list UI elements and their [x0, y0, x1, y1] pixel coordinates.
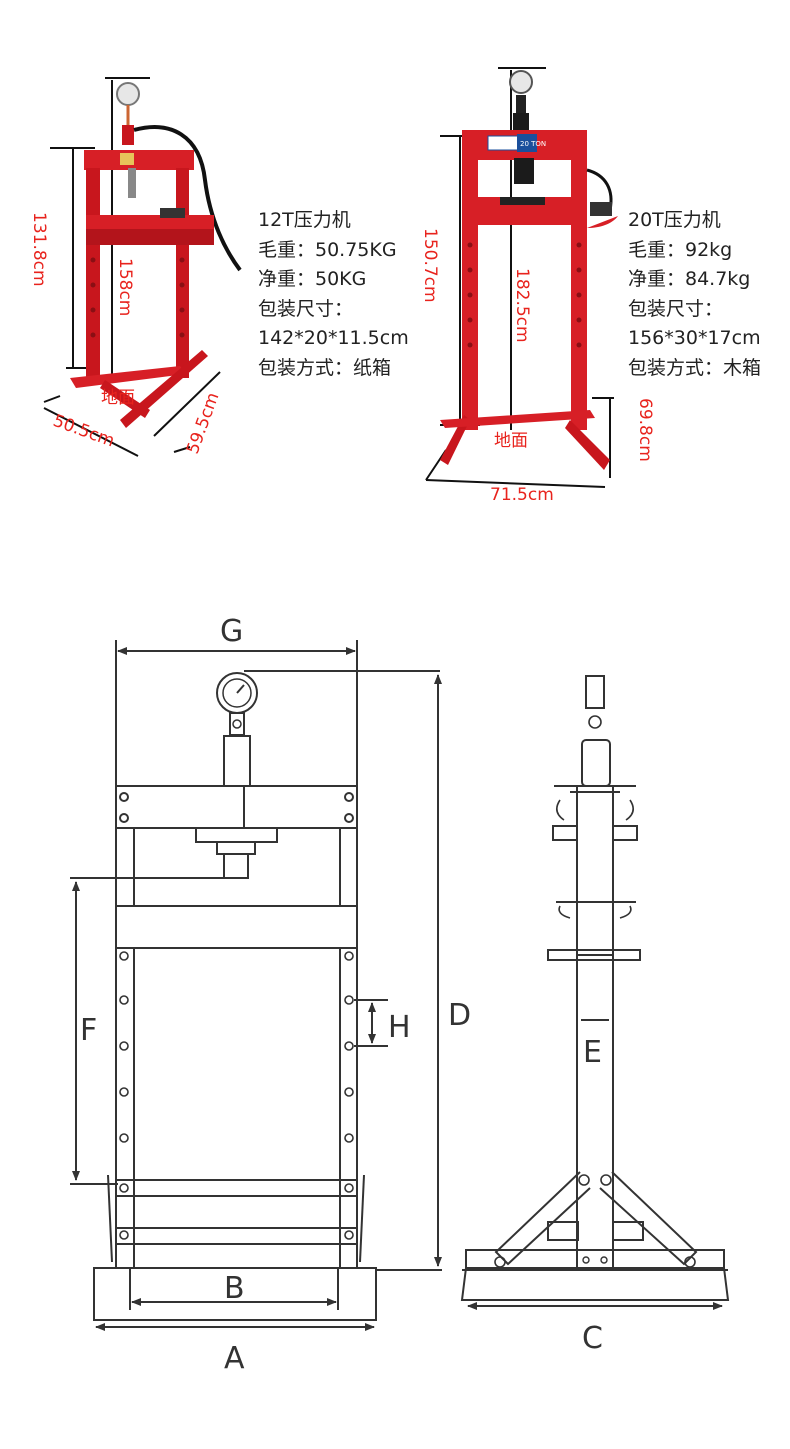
spec-pack-size-12t: 142*20*11.5cm [258, 327, 409, 349]
press-20t-illustration: 20 TON 地面 150.7cm 182.5cm 71.5cm 69.8cm [420, 67, 655, 505]
side-view-schematic [460, 675, 730, 1310]
dimension-label-a: A [224, 1341, 245, 1376]
dimension-label-d: D [448, 998, 471, 1033]
spec-net-weight-20t: 净重：84.7kg [628, 268, 751, 290]
tonnage-badge: 20 TON [520, 140, 546, 148]
spec-pack-size-20t: 156*30*17cm [628, 327, 761, 349]
depth-label-12t: 59.5cm [183, 390, 224, 457]
spec-title-12t: 12T压力机 [258, 209, 351, 231]
ground-label-20t: 地面 [494, 431, 528, 451]
spec-block-12t: 12T压力机 毛重：50.75KG 净重：50KG 包装尺寸： 142*20*1… [258, 206, 409, 383]
pressure-gauge-icon [116, 82, 140, 106]
spec-net-weight-12t: 净重：50KG [258, 268, 367, 290]
spec-packing-20t: 包装方式：木箱 [628, 356, 762, 379]
spec-gross-weight-12t: 毛重：50.75KG [258, 238, 397, 261]
height-label-20t: 150.7cm [420, 228, 440, 303]
width-label-20t: 71.5cm [490, 485, 554, 505]
dimension-label-b: B [224, 1271, 245, 1306]
ground-label-12t: 地面 [101, 388, 135, 408]
height-label-12t: 131.8cm [29, 212, 49, 287]
depth-label-20t: 69.8cm [635, 398, 655, 462]
spec-pack-size-label-12t: 包装尺寸： [258, 297, 354, 320]
spec-pack-size-label-20t: 包装尺寸： [628, 297, 724, 320]
width-label-12t: 50.5cm [50, 411, 117, 452]
press-12t-illustration: 地面 131.8cm 158cm 50.5cm 59.5cm [29, 77, 242, 457]
spec-block-20t: 20T压力机 毛重：92kg 净重：84.7kg 包装尺寸： 156*30*17… [628, 206, 761, 383]
front-view-schematic [70, 640, 442, 1331]
dimension-label-h: H [388, 1010, 411, 1045]
dimension-label-g: G [220, 614, 243, 649]
spec-packing-12t: 包装方式：纸箱 [258, 356, 392, 379]
dimension-label-e: E [583, 1035, 602, 1070]
spec-title-20t: 20T压力机 [628, 209, 721, 231]
pressure-gauge-icon [509, 70, 533, 94]
total-height-label-12t: 158cm [115, 258, 135, 316]
dimension-label-c: C [582, 1321, 603, 1356]
dimension-label-f: F [80, 1013, 97, 1048]
total-height-label-20t: 182.5cm [512, 268, 532, 343]
spec-gross-weight-20t: 毛重：92kg [628, 238, 733, 261]
